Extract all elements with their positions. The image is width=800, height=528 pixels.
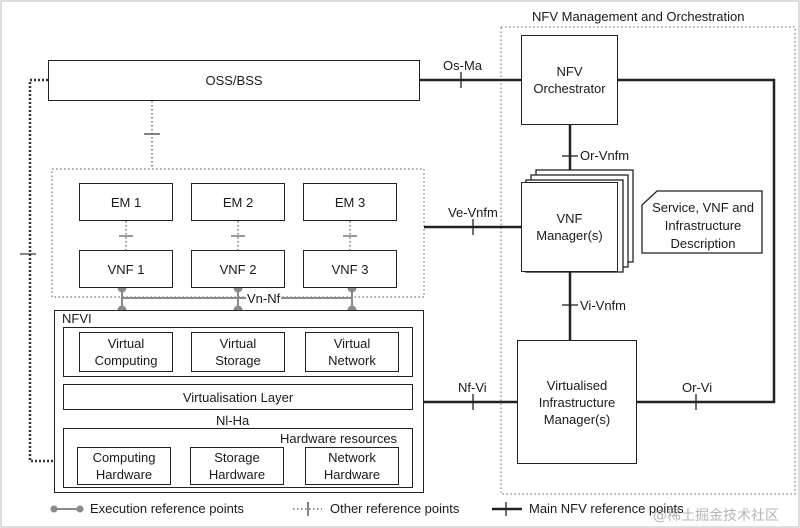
watermark: @稀土掘金技术社区 [653,508,779,524]
vnf-1-label: VNF 1 [107,261,145,277]
vnf-manager-label: VNF Manager(s) [536,211,603,243]
computing-hardware-box: Computing Hardware [77,447,171,485]
mano-frame [500,26,796,495]
service-desc-label: Service, VNF and Infrastructure Descript… [652,200,754,251]
service-desc-shape [641,190,763,254]
virtualisation-layer-label: Virtualisation Layer [182,389,294,405]
hardware-resources-label: Hardware resources [280,431,398,446]
storage-hardware-box: Storage Hardware [190,447,284,485]
legend-other-label: Other reference points [330,501,460,516]
oss-hardware-dotted-link [28,78,62,463]
vnf-3-label: VNF 3 [331,261,369,277]
em-2-box: EM 2 [191,183,285,221]
virtual-network-label: Virtual Network [328,336,376,368]
vnf-group-frame [51,168,425,298]
virtual-network-box: Virtual Network [305,332,399,372]
vnf-3-box: VNF 3 [303,250,397,288]
vnf-1-box: VNF 1 [79,250,173,288]
virtual-computing-label: Virtual Computing [94,336,158,368]
network-hardware-box: Network Hardware [305,447,399,485]
ref-nf-vi: Nf-Vi [458,380,487,395]
legend-execution-label: Execution reference points [90,501,244,516]
em-1-box: EM 1 [79,183,173,221]
nfvi-label: NFVI [62,311,92,326]
vim-box: Virtualised Infrastructure Manager(s) [517,340,637,464]
network-hardware-label: Network Hardware [323,450,381,482]
mano-title: NFV Management and Orchestration [531,9,746,24]
computing-hardware-label: Computing Hardware [92,450,156,482]
legend-main-label: Main NFV reference points [529,501,684,516]
legend-marks [50,502,522,516]
em-2-label: EM 2 [222,194,254,210]
ref-or-vnfm: Or-Vnfm [579,148,631,163]
virtual-computing-box: Virtual Computing [79,332,173,372]
ref-ve-vnfm: Ve-Vnfm [448,205,498,220]
nfv-orchestrator-box: NFV Orchestrator [521,35,618,125]
virtual-storage-box: Virtual Storage [191,332,285,372]
vnf-2-box: VNF 2 [191,250,285,288]
ref-os-ma: Os-Ma [443,58,482,73]
storage-hardware-label: Storage Hardware [208,450,266,482]
em-1-label: EM 1 [110,194,142,210]
vnf-2-label: VNF 2 [219,261,257,277]
vnf-manager-box: VNF Manager(s) [521,182,618,272]
oss-bss-label: OSS/BSS [205,73,263,88]
ref-vn-nf: Vn-Nf [246,291,282,306]
ref-vi-vnfm: Vi-Vnfm [579,298,627,313]
oss-bss-box: OSS/BSS [48,60,420,101]
ref-nl-ha: Nl-Ha [216,413,250,428]
virtualisation-layer-box: Virtualisation Layer [63,384,413,410]
ref-or-vi: Or-Vi [682,380,713,395]
virtual-storage-label: Virtual Storage [215,336,261,368]
em-3-label: EM 3 [334,194,366,210]
vim-label: Virtualised Infrastructure Manager(s) [538,377,616,427]
em-3-box: EM 3 [303,183,397,221]
nfv-orchestrator-label: NFV Orchestrator [533,64,606,96]
